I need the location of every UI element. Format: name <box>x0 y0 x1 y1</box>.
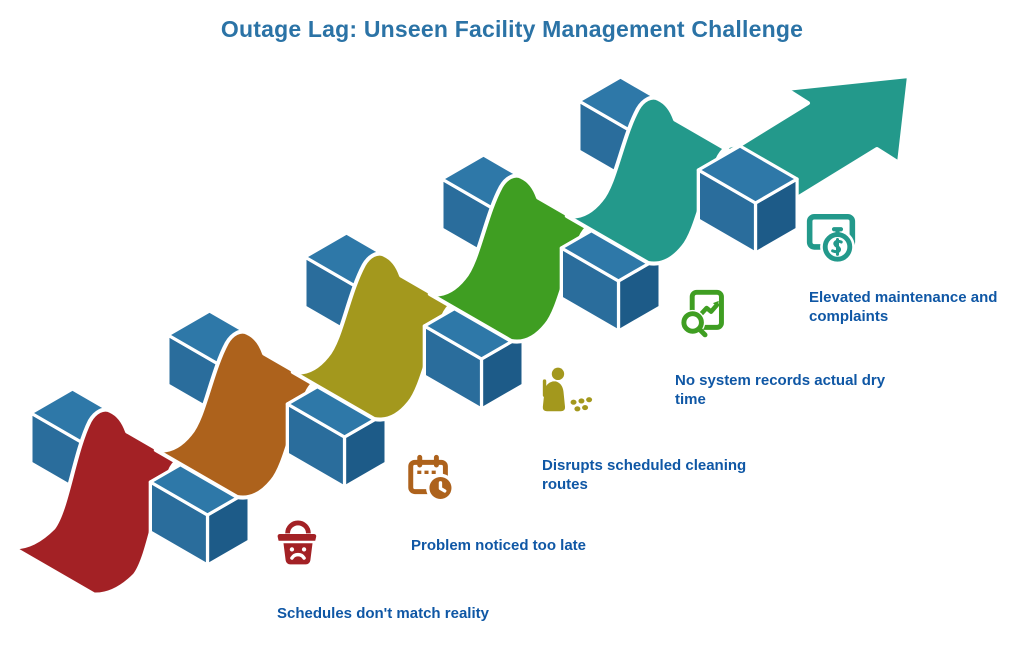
step-label-4: No system records actual dry time <box>675 372 886 408</box>
doc-trend-search-icon <box>680 289 724 338</box>
step-label-3: Disrupts scheduled cleaning routes <box>542 457 747 493</box>
page-title: Outage Lag: Unseen Facility Management C… <box>220 16 804 42</box>
calendar-clock-icon <box>408 454 455 503</box>
step-label-2: Problem noticed too late <box>411 537 587 554</box>
step-label-1: Schedules don't match reality <box>277 605 489 622</box>
step-label-5: Elevated maintenance and complaints <box>809 289 998 325</box>
card-stopwatch-icon <box>806 213 856 265</box>
cleaner-dust-icon <box>542 367 593 412</box>
sad-basket-icon <box>277 520 317 565</box>
